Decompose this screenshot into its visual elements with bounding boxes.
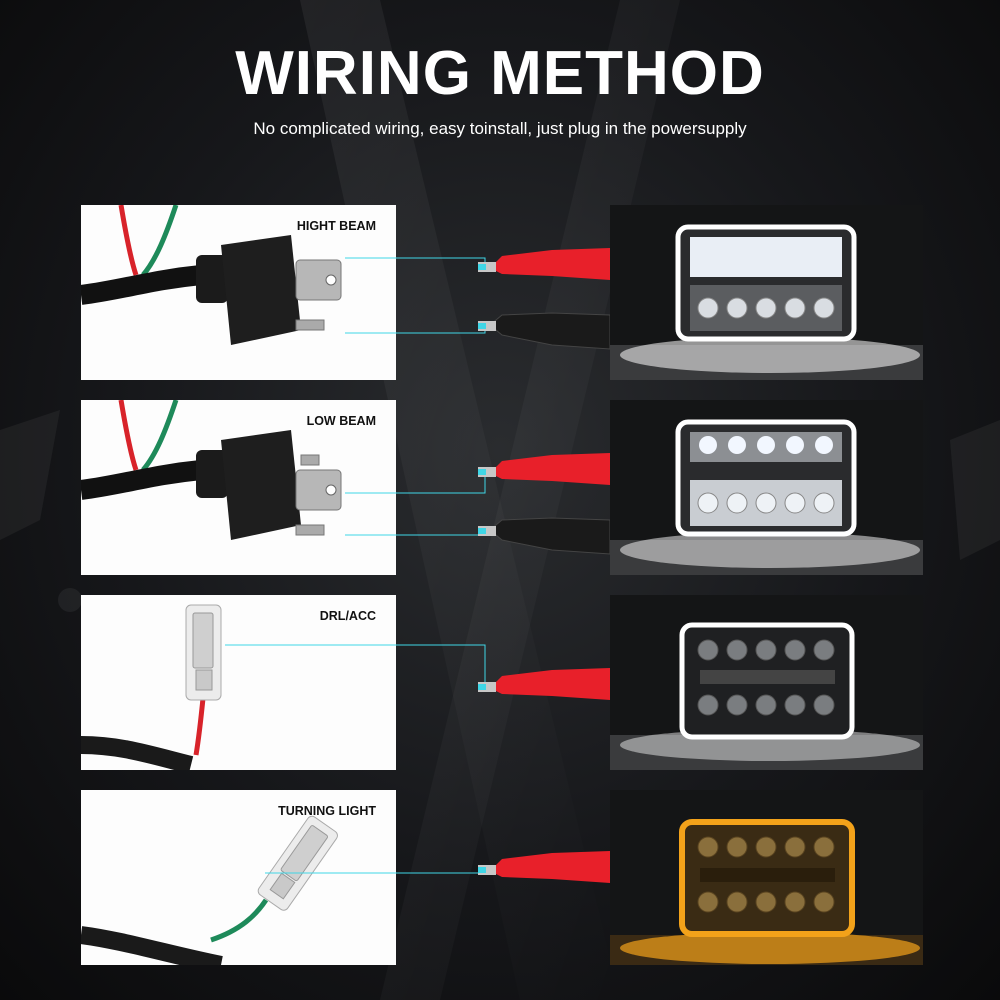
lamp-high-beam (610, 205, 923, 380)
red-clip-positive (478, 851, 610, 883)
panel-drl-acc: DRL/ACC (81, 595, 396, 770)
black-clip-negative (478, 312, 611, 350)
page-subtitle: No complicated wiring, easy toinstall, j… (253, 119, 747, 138)
row-label-low-beam: LOW BEAM (306, 414, 376, 428)
h4-plug-illustration (81, 205, 342, 345)
row-label-high-beam: HIGHT BEAM (296, 219, 376, 233)
page-title: WIRING METHOD (235, 39, 765, 108)
red-clip-positive (478, 248, 610, 280)
panel-turning-light: TURNING LIGHT (81, 790, 396, 965)
spade-connector-illustration (81, 815, 338, 965)
panel-low-beam: LOW BEAM (81, 400, 396, 575)
red-clip-positive (478, 668, 610, 700)
row-label-turning-light: TURNING LIGHT (278, 804, 376, 818)
lamp-turning-light (610, 790, 923, 965)
red-clip-positive (478, 453, 610, 485)
h4-plug-illustration (81, 400, 342, 540)
lamp-drl-acc (610, 595, 923, 770)
panel-high-beam: HIGHT BEAM (81, 205, 396, 380)
spade-connector-illustration (81, 604, 222, 770)
lamp-low-beam (610, 400, 923, 575)
row-label-drl-acc: DRL/ACC (319, 609, 376, 623)
black-clip-negative (478, 517, 611, 555)
